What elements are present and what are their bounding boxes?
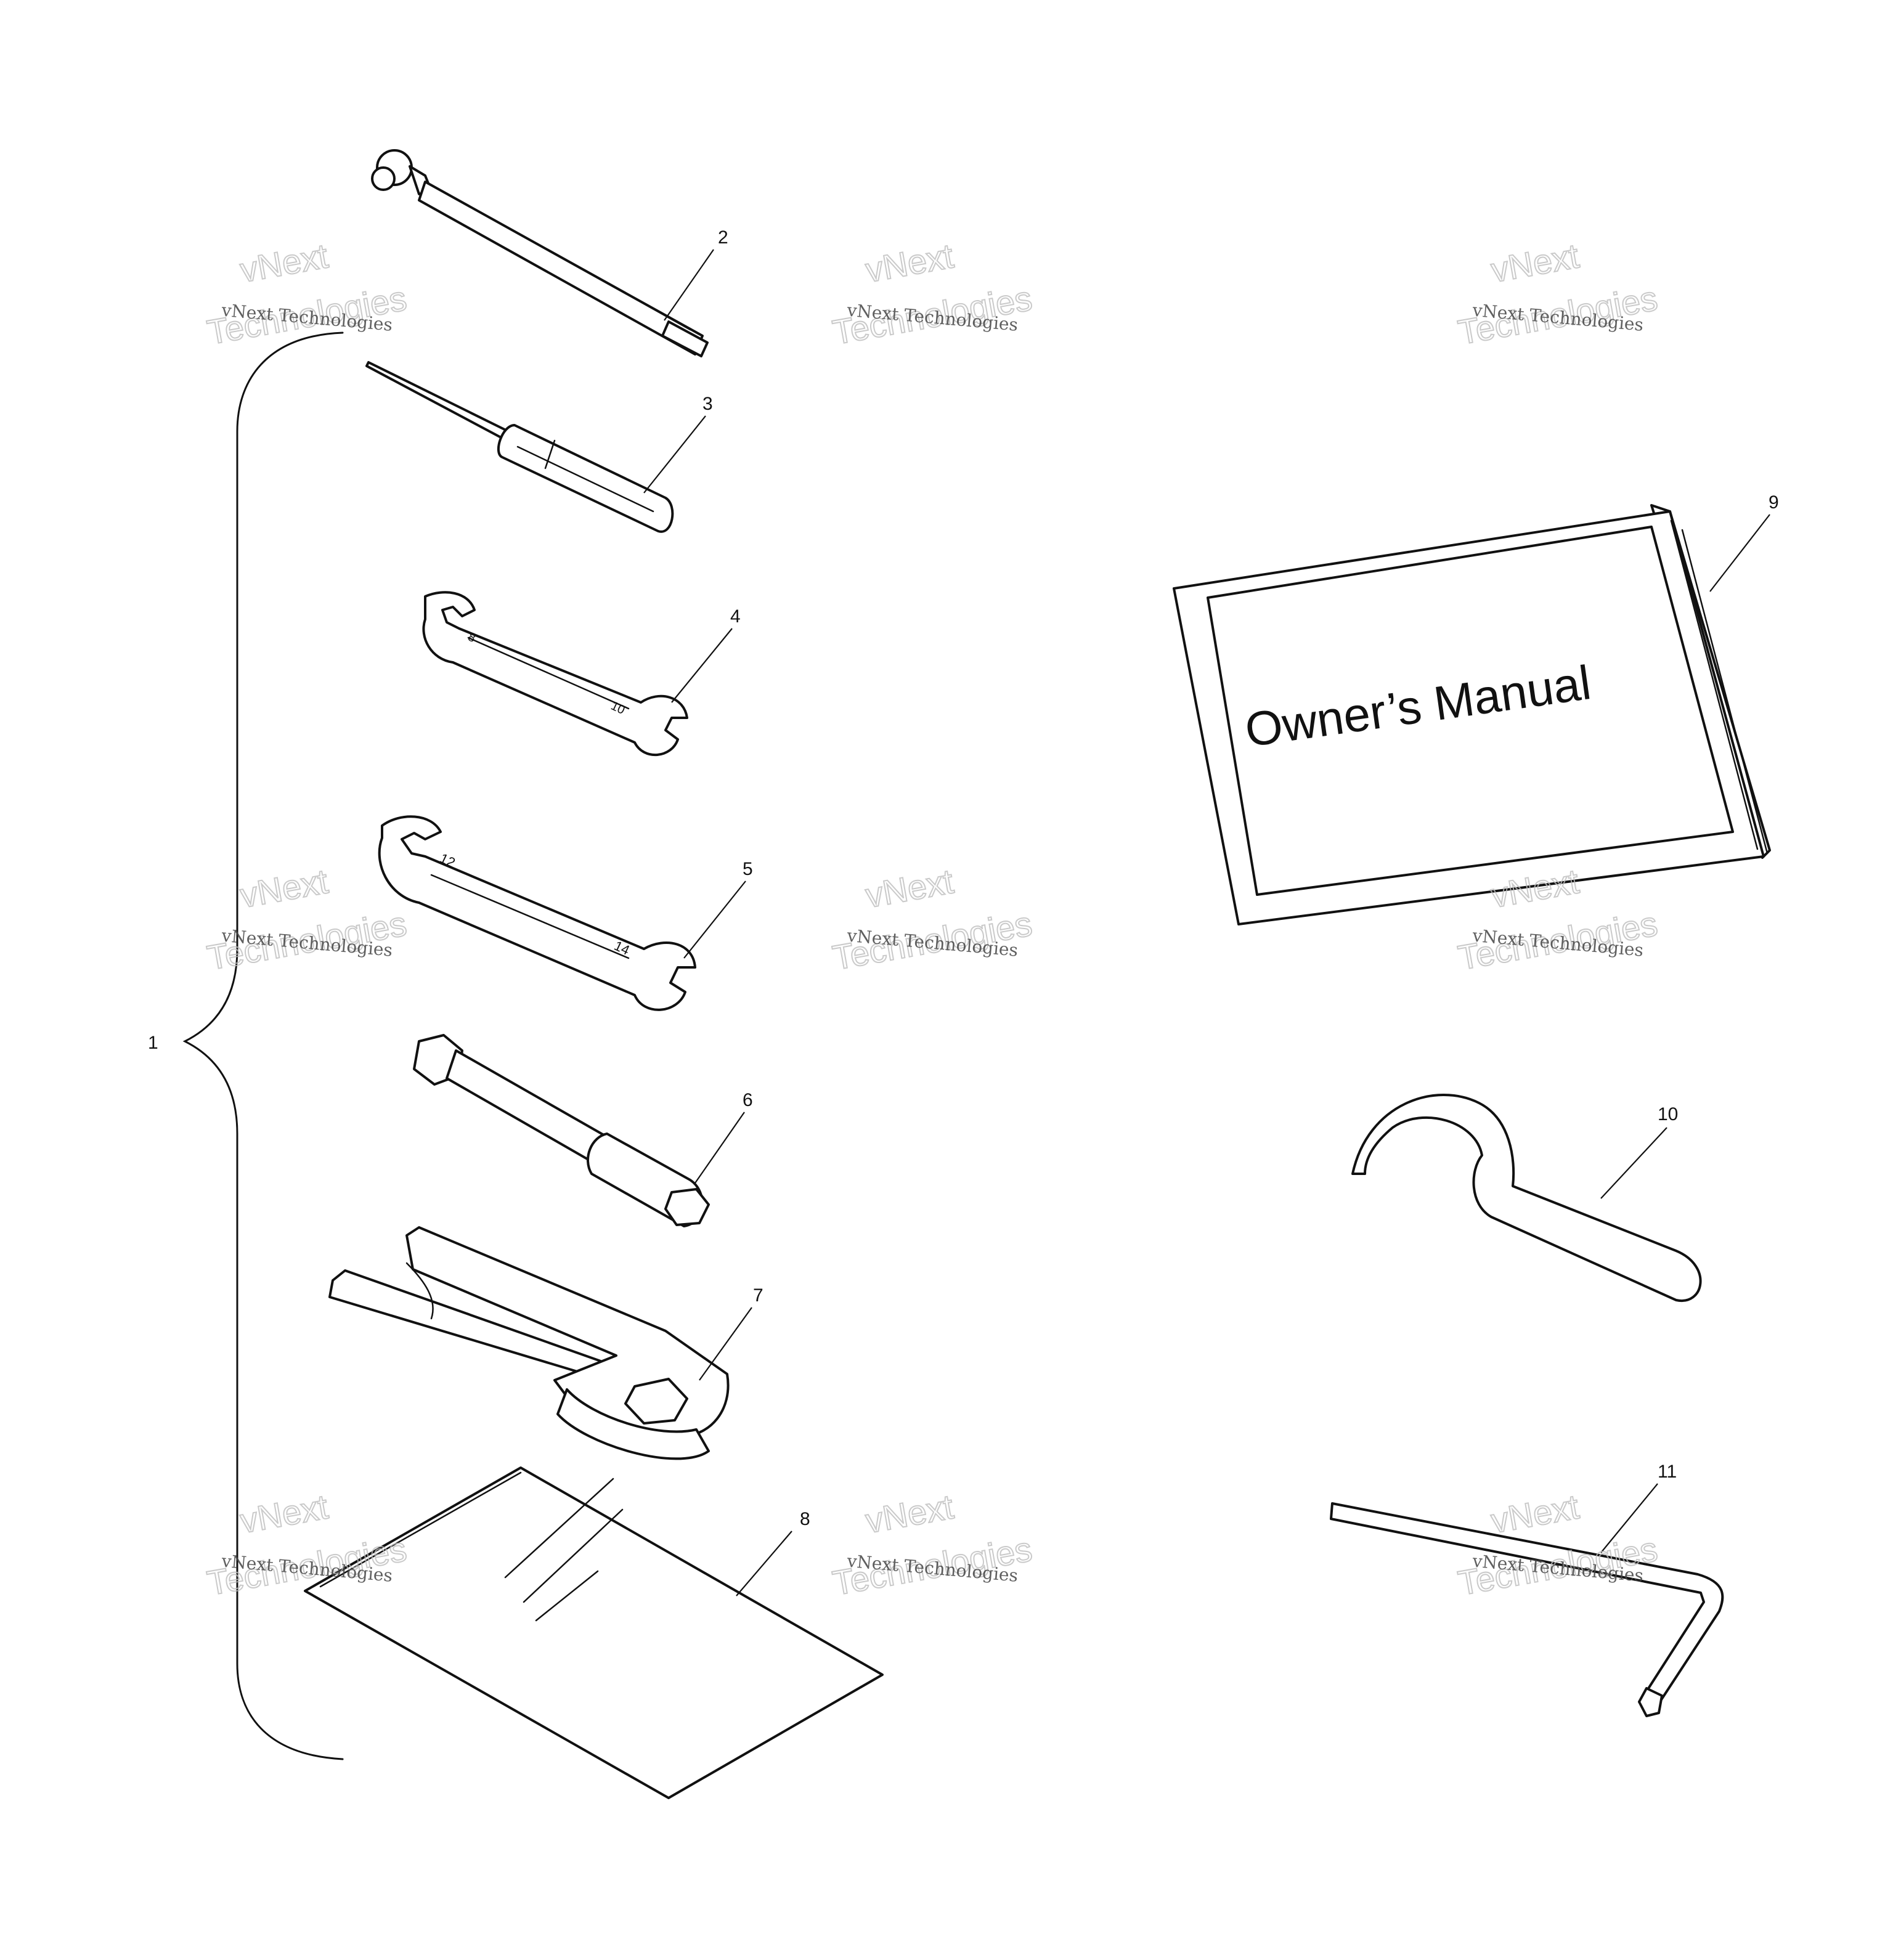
pressure-gauge-tool [371, 149, 709, 357]
wrench-small [422, 591, 688, 757]
leader-11 [1600, 1483, 1658, 1553]
svg-text:vNext: vNext [237, 861, 331, 915]
owners-manual [1173, 504, 1771, 925]
svg-text:vNext: vNext [863, 861, 956, 915]
callout-5: 5 [743, 859, 753, 879]
callout-10: 10 [1658, 1104, 1678, 1124]
watermark-1: vNext Technologies vNext Technologies [204, 235, 410, 352]
callout-4: 4 [730, 606, 741, 627]
spanner-hook-wrench [1351, 1094, 1702, 1303]
callout-2: 2 [718, 227, 728, 248]
callout-3: 3 [702, 394, 713, 414]
svg-text:vNext: vNext [863, 1487, 956, 1540]
screwdriver [365, 361, 674, 533]
svg-text:vNext: vNext [1488, 1487, 1582, 1540]
svg-text:vNext: vNext [237, 236, 331, 290]
watermark-5: vNext Technologies vNext Technologies [829, 861, 1036, 978]
leader-8 [736, 1531, 792, 1596]
callout-11: 11 [1658, 1462, 1677, 1482]
callout-9: 9 [1769, 492, 1779, 513]
leader-7 [699, 1307, 752, 1381]
watermark-8: vNext Technologies vNext Technologies [829, 1486, 1036, 1603]
leader-6 [694, 1112, 745, 1184]
callout-6: 6 [743, 1090, 753, 1110]
callout-1: 1 [148, 1033, 158, 1053]
plastic-bag [304, 1466, 884, 1799]
wrench-large [378, 815, 696, 1011]
tool-holder-bracket [328, 1226, 730, 1460]
watermark-2: vNext Technologies vNext Technologies [829, 235, 1036, 352]
leader-2 [664, 249, 714, 321]
svg-text:vNext: vNext [863, 236, 956, 290]
svg-text:vNext: vNext [1488, 236, 1582, 290]
leader-4 [671, 628, 733, 703]
svg-text:vNext: vNext [237, 1487, 331, 1540]
leader-5 [683, 880, 746, 959]
leader-3 [643, 415, 706, 494]
tool-kit-bracket [182, 331, 344, 1760]
spark-plug-socket-wrench [413, 1034, 710, 1227]
hex-key-wrench [1330, 1502, 1724, 1717]
leader-10 [1600, 1127, 1667, 1199]
watermark-3: vNext Technologies vNext Technologies [1455, 235, 1661, 352]
callout-7: 7 [753, 1285, 763, 1306]
leader-9 [1709, 514, 1770, 592]
callout-8: 8 [800, 1509, 810, 1529]
watermark-4: vNext Technologies vNext Technologies [204, 861, 410, 978]
